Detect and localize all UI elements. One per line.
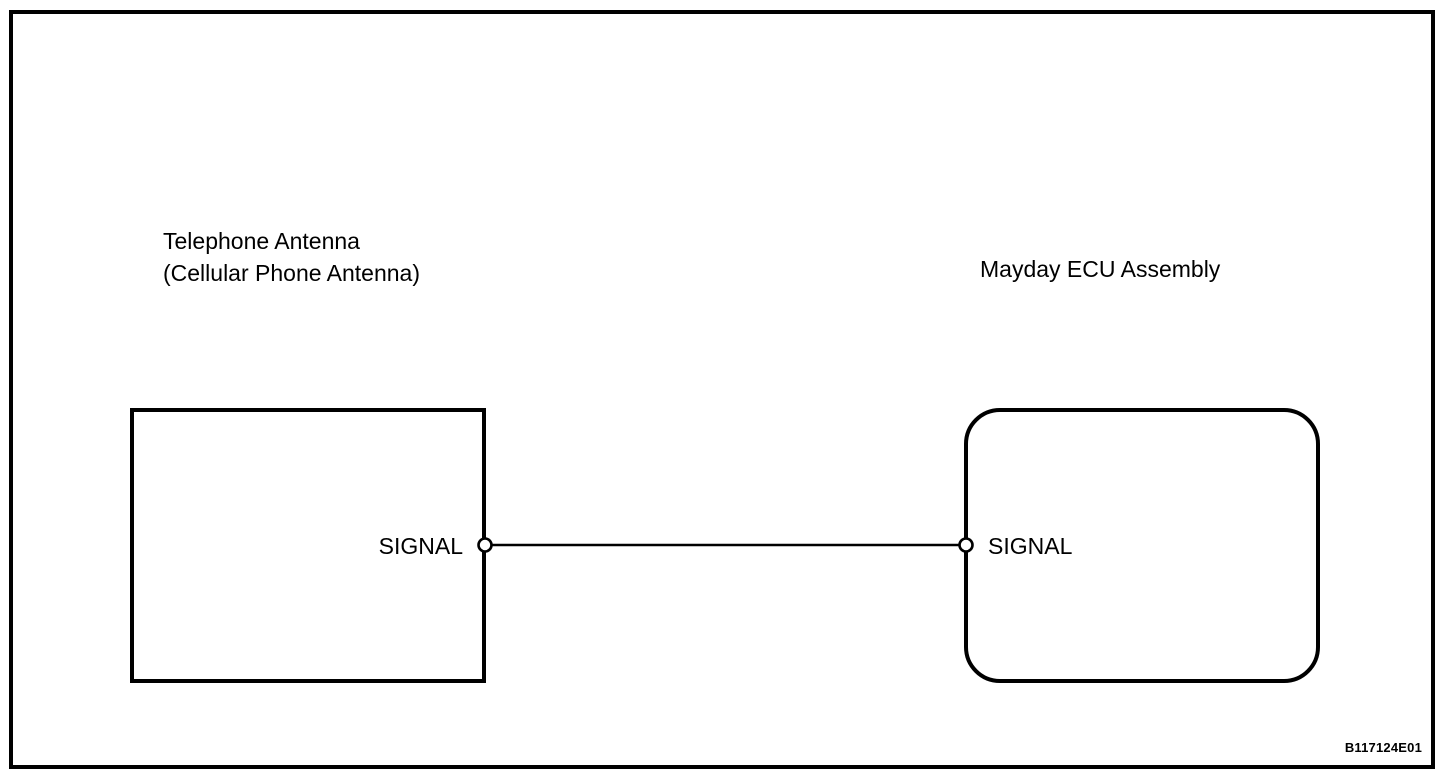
telephone-antenna-terminal-label: SIGNAL (379, 533, 464, 559)
telephone-antenna-label-line1: Telephone Antenna (163, 228, 360, 254)
figure-reference-code: B117124E01 (1345, 740, 1422, 755)
component-mayday-ecu-assembly: Mayday ECU Assembly SIGNAL (964, 256, 1320, 683)
terminal-circle-left (477, 537, 493, 553)
telephone-antenna-label-line2: (Cellular Phone Antenna) (163, 260, 420, 286)
diagram-border (9, 10, 1435, 769)
telephone-antenna-box (130, 408, 486, 683)
mayday-ecu-assembly-label: Mayday ECU Assembly (980, 256, 1221, 282)
mayday-ecu-assembly-terminal-label: SIGNAL (988, 533, 1073, 559)
component-telephone-antenna: Telephone Antenna (Cellular Phone Antenn… (130, 228, 486, 683)
terminal-circle-right (958, 537, 974, 553)
